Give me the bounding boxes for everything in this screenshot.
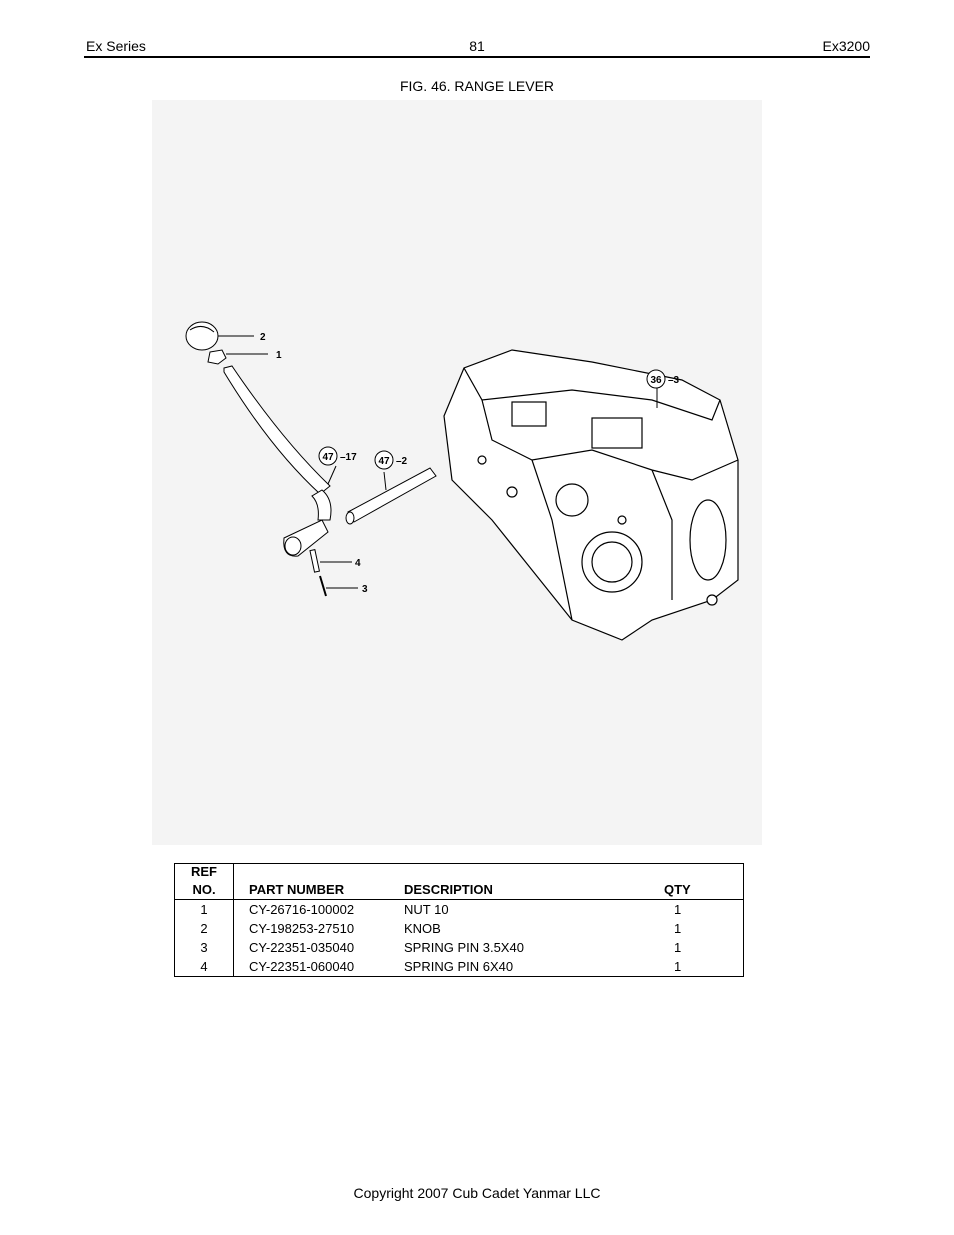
callout-47-17-suffix: –17: [340, 452, 357, 463]
table-row: 3 CY-22351-035040 SPRING PIN 3.5X40 1: [174, 938, 744, 957]
header-series: Ex Series: [86, 38, 146, 54]
header-qty: QTY: [664, 880, 744, 900]
cell-ref: 2: [174, 919, 234, 938]
callout-2: 2: [260, 332, 266, 343]
callout-47-17-num: 47: [322, 452, 334, 463]
header-ref-line2: NO.: [174, 880, 234, 900]
parts-table-header-row-1: REF: [174, 863, 744, 880]
cell-ref: 1: [174, 899, 234, 919]
callout-47-17: 47 –17: [318, 446, 357, 466]
table-row: 1 CY-26716-100002 NUT 10 1: [174, 899, 744, 919]
footer-copyright: Copyright 2007 Cub Cadet Yanmar LLC: [353, 1185, 601, 1201]
cell-part-number: CY-198253-27510: [249, 921, 355, 936]
header-description: DESCRIPTION: [404, 880, 664, 900]
table-row: 4 CY-22351-060040 SPRING PIN 6X40 1: [174, 957, 744, 977]
table-row: 2 CY-198253-27510 KNOB 1: [174, 919, 744, 938]
diagram-svg: 2 1 47 –17 47 –2 36 –3 4 3: [185, 321, 739, 641]
callout-1: 1: [276, 350, 282, 361]
callout-36-3: 36 –3: [646, 369, 680, 389]
callout-36-3-num: 36: [650, 375, 662, 386]
parts-table: REF NO. PART NUMBER DESCRIPTION QTY 1 CY…: [174, 863, 744, 977]
callout-36-3-suffix: –3: [668, 375, 680, 386]
exploded-parts-diagram: 2 1 47 –17 47 –2 36 –3 4 3: [152, 100, 762, 845]
cell-qty: 1: [674, 902, 682, 917]
shift-shaft-part: [345, 467, 437, 525]
cell-description: KNOB: [404, 921, 441, 936]
callout-47-2: 47 –2: [374, 450, 408, 470]
spring-pin-parts: [309, 549, 327, 597]
nut-part: [207, 349, 227, 365]
callout-3: 3: [362, 584, 368, 595]
cell-ref: 3: [174, 938, 234, 957]
cell-part-number: CY-22351-060040: [249, 959, 355, 974]
callout-leaders: [218, 335, 658, 589]
callout-47-2-suffix: –2: [396, 456, 408, 467]
cell-qty: 1: [674, 940, 682, 955]
cell-part-number: CY-22351-035040: [249, 940, 355, 955]
cell-part-number: CY-26716-100002: [249, 902, 355, 917]
page-number: 81: [469, 38, 485, 54]
header-model: Ex3200: [822, 38, 870, 54]
callout-4: 4: [355, 558, 361, 569]
header-ref-line1: REF: [174, 863, 234, 880]
parts-table-header-row-2: NO. PART NUMBER DESCRIPTION QTY: [174, 880, 744, 900]
cell-description: NUT 10: [404, 902, 449, 917]
cell-description: SPRING PIN 3.5X40: [404, 940, 524, 955]
cell-description: SPRING PIN 6X40: [404, 959, 514, 974]
knob-part: [185, 321, 219, 351]
header-part-number: PART NUMBER: [233, 880, 404, 900]
cell-ref: 4: [174, 957, 234, 977]
transmission-case-part: [443, 349, 739, 641]
header-rule: [84, 56, 870, 58]
lever-rod-part: [223, 365, 332, 557]
cell-qty: 1: [674, 959, 682, 974]
callout-47-2-num: 47: [378, 456, 390, 467]
cell-qty: 1: [674, 921, 682, 936]
figure-title: FIG. 46. RANGE LEVER: [399, 78, 555, 94]
